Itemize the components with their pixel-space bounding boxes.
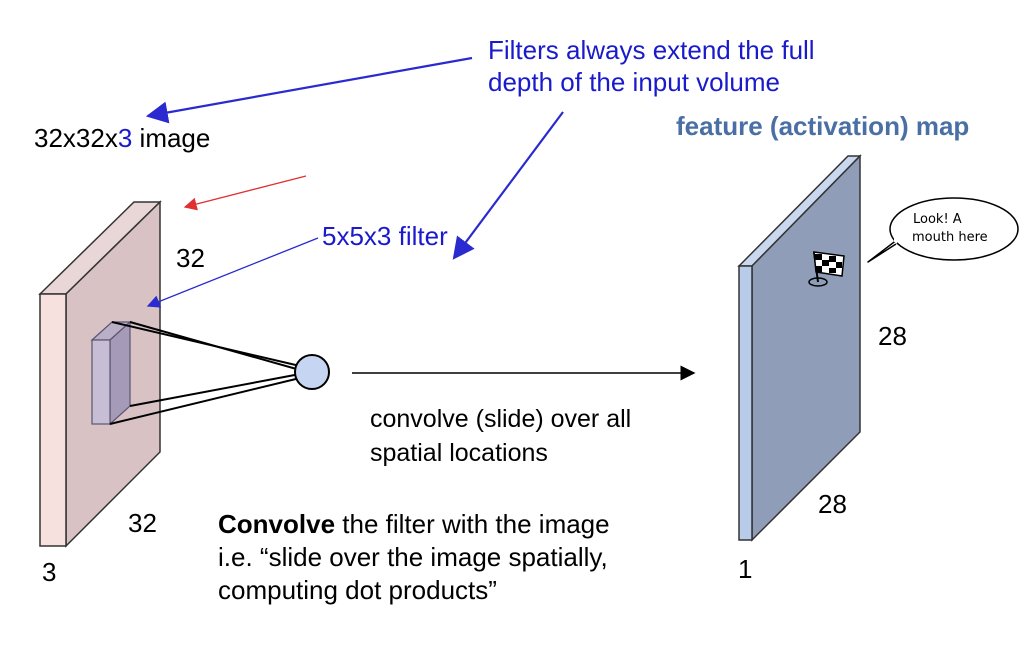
checkered-flag-icon [808, 251, 845, 287]
convolve-note: convolve (slide) over all spatial locati… [370, 402, 631, 470]
caption-bold: Convolve [218, 509, 336, 539]
convolve-note-line1: convolve (slide) over all [370, 405, 632, 433]
input-depth-label: 3 [42, 557, 57, 587]
feature-map-front [738, 265, 753, 541]
speech-line1: Look! A [913, 212, 962, 227]
convolve-note-line2: spatial locations [370, 439, 548, 467]
caption: Convolve the filter with the image i.e. … [218, 508, 610, 607]
input-label-suffix: image [132, 123, 211, 153]
feature-map-title: feature (activation) map [676, 111, 970, 141]
depth-arrow [452, 111, 564, 260]
filters-note-line2: depth of the input volume [488, 67, 780, 97]
map-width-label: 28 [818, 489, 847, 519]
input-image-label: 32x32x3 image [34, 122, 210, 154]
feature-map [737, 154, 862, 542]
filter-box [90, 320, 132, 426]
input-height-label: 32 [176, 243, 205, 273]
input-label-prefix: 32x32x [34, 123, 118, 153]
input-width-label: 32 [128, 508, 157, 538]
input-label-depth: 3 [117, 123, 133, 153]
filter-side [109, 320, 131, 426]
filters-note: Filters always extend the full depth of … [488, 34, 815, 98]
caption-line3: computing dot products” [218, 575, 497, 605]
caption-line1: the filter with the image [335, 509, 610, 539]
caption-line2: i.e. “slide over the image spatially, [218, 542, 608, 572]
speech-line2: mouth here [912, 230, 988, 245]
feature-map-side [751, 154, 861, 542]
filter-label: 5x5x3 filter [322, 221, 448, 251]
filter-pointer-arrow [146, 237, 319, 308]
speech-bubble-text: Look! A mouth here [912, 211, 1004, 247]
filter-front [91, 339, 111, 425]
filters-note-line1: Filters always extend the full [488, 35, 815, 65]
map-height-label: 28 [878, 321, 907, 351]
input-volume-front [39, 293, 67, 547]
speech-bubble [867, 197, 1019, 263]
red-arrow [183, 175, 307, 211]
projection-lines [109, 321, 301, 425]
filters-note-arrow [145, 56, 473, 124]
output-neuron [294, 354, 330, 390]
map-depth-label: 1 [738, 554, 753, 584]
